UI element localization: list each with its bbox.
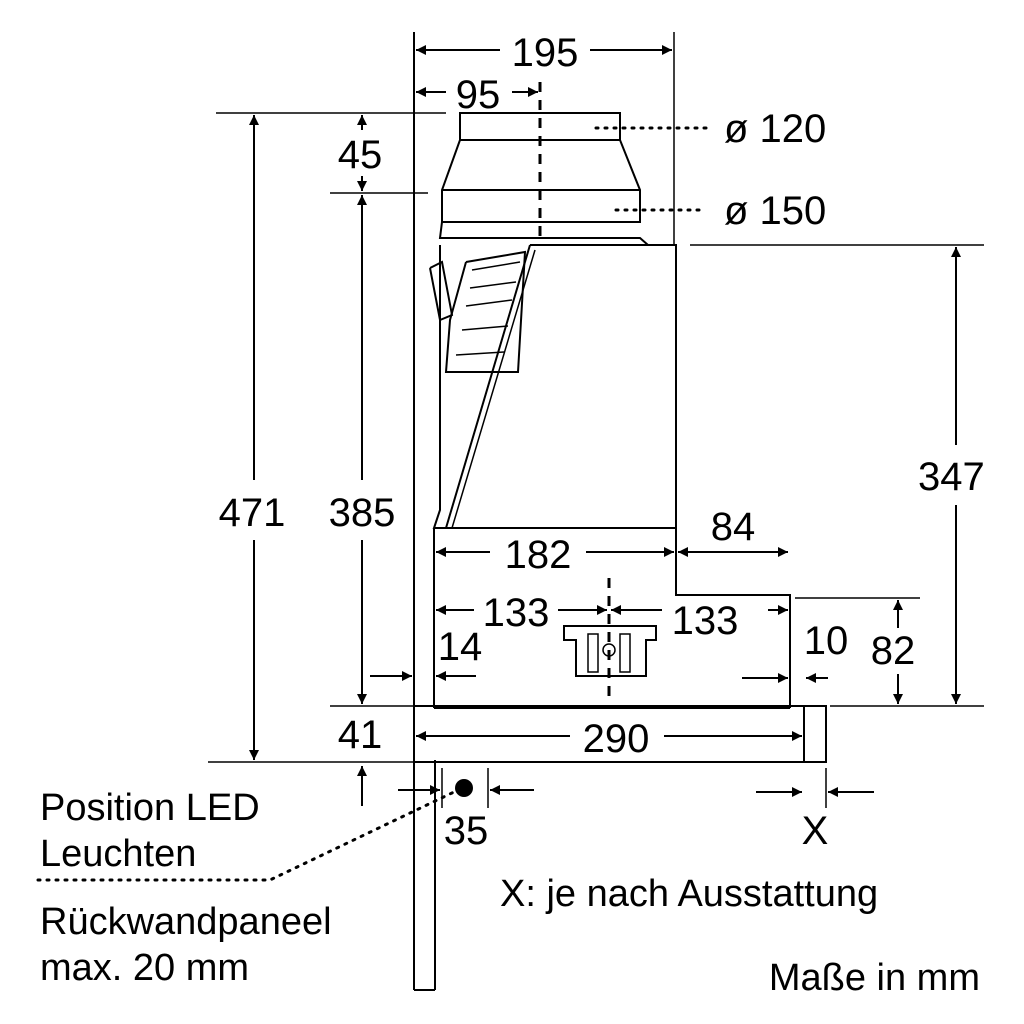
dim-10: 10 — [804, 619, 849, 663]
dim-diameter-150: ø 150 — [724, 189, 826, 233]
back-panel-label-line1: Rückwandpaneel — [40, 901, 332, 943]
dim-385: 385 — [329, 491, 396, 535]
leader-lines — [36, 126, 708, 882]
dim-133-right: 133 — [672, 599, 739, 643]
led-position-label-line2: Leuchten — [40, 833, 196, 875]
hood-body — [429, 244, 791, 709]
fan-motor — [563, 578, 657, 700]
dim-182: 182 — [505, 533, 572, 577]
dim-290: 290 — [583, 717, 650, 761]
dim-45: 45 — [338, 133, 383, 177]
dim-95: 95 — [456, 73, 501, 117]
extension-lines — [208, 32, 984, 808]
dim-195: 195 — [512, 31, 579, 75]
dim-41: 41 — [338, 713, 383, 757]
dim-35: 35 — [444, 809, 489, 853]
back-panel-label-line2: max. 20 mm — [40, 947, 249, 989]
dim-diameter-120: ø 120 — [724, 107, 826, 151]
bottom-panel — [414, 705, 805, 763]
led-position-label-line1: Position LED — [40, 787, 260, 829]
exhaust-collar — [438, 112, 649, 246]
led-light-icon — [455, 779, 473, 797]
note-x-label: X: je nach Ausstattung — [500, 873, 878, 915]
front-panel-strip — [803, 705, 827, 763]
dim-347: 347 — [918, 455, 985, 499]
dim-84: 84 — [711, 505, 756, 549]
units-label: Maße in mm — [769, 957, 980, 999]
dim-82: 82 — [871, 629, 916, 673]
dim-471: 471 — [219, 491, 286, 535]
wall-line — [413, 32, 436, 991]
dimension-lines — [249, 45, 961, 806]
dim-133-left: 133 — [483, 591, 550, 635]
dim-14: 14 — [438, 625, 483, 669]
dim-x: X — [802, 809, 829, 853]
